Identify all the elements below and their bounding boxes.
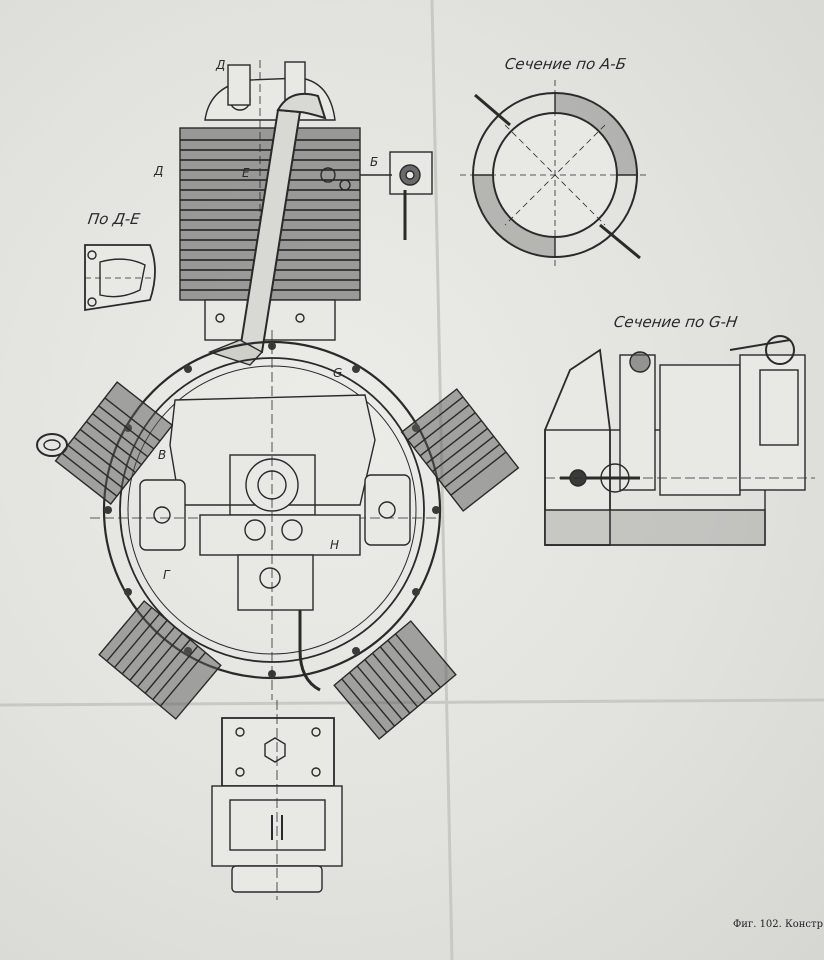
bottom-accessory-unit xyxy=(211,700,343,900)
section-gh-view xyxy=(544,335,815,546)
left-upper-cylinder xyxy=(36,381,174,506)
label-g-latin: G xyxy=(333,366,343,380)
left-lower-cylinder xyxy=(98,600,222,720)
label-h: H xyxy=(330,538,340,552)
crankcase xyxy=(90,330,442,700)
section-gh-title: Сечение по G-H xyxy=(612,313,739,331)
valve-fitting xyxy=(320,151,433,240)
label-b: Б xyxy=(370,155,379,169)
figure-caption: Фиг. 102. Констр xyxy=(733,919,823,930)
exhaust-pipe xyxy=(207,92,327,366)
label-v: В xyxy=(158,448,167,462)
right-lower-cylinder xyxy=(333,620,457,740)
label-d-top: Д xyxy=(216,58,226,72)
label-d-side: Д xyxy=(154,164,164,178)
label-g-cyr: Г xyxy=(163,568,170,582)
view-de-title: По Д-Е xyxy=(86,210,142,228)
label-e: E xyxy=(242,166,250,180)
section-ab-title: Сечение по А-Б xyxy=(503,55,628,73)
section-ab-view xyxy=(460,80,650,270)
right-upper-cylinder xyxy=(400,388,520,512)
view-de xyxy=(84,244,156,312)
